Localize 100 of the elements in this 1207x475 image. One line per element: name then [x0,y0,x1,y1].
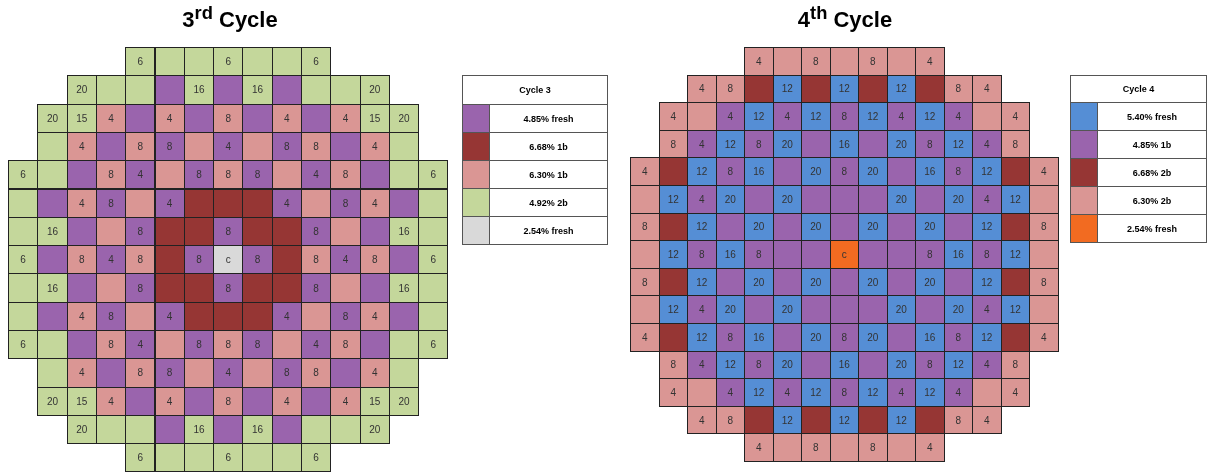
grid-cell: 20 [943,295,973,324]
grid-cell: 4 [972,405,1002,435]
grid-cell: 16 [37,273,68,303]
grid-cell: 8 [271,358,302,388]
grid-cell: 8 [301,245,332,275]
grid-cell: 12 [915,378,945,407]
grid-cell: 8 [801,433,831,462]
grid-cell: 8 [943,323,973,352]
legend-label: 2.54% fresh [489,216,608,245]
grid-cell: 8 [972,240,1002,269]
grid-cell: 8 [744,240,774,269]
grid-cell: 12 [972,157,1002,186]
grid-cell: 4 [715,378,745,407]
grid-cell: 8 [687,240,717,269]
grid-cell: 20 [772,185,802,214]
grid-cell: 8 [125,273,156,303]
grid-cell: 4 [972,74,1002,104]
grid-cell: 8 [715,323,745,352]
grid-cell: 8 [301,216,332,247]
grid-cell: 12 [858,102,888,131]
grid-cell: 8 [242,245,273,275]
grid-cell: 20 [801,323,831,352]
grid-cell: 8 [829,102,859,131]
grid-cell: 12 [658,185,688,214]
grid-cell: 4 [1000,102,1030,131]
grid-cell: 4 [972,185,1002,214]
grid-cell: 4 [658,378,688,407]
grid-cell: 8 [330,301,361,331]
grid-cell: 4 [330,103,361,133]
grid-cell: 8 [858,433,888,462]
grid-cell: 4 [1029,157,1059,186]
grid-cell: 16 [744,323,774,352]
grid-cell: 4 [915,433,945,462]
grid-cell: 20 [772,295,802,324]
grid-cell: 8 [330,160,361,190]
grid-cell: 16 [915,323,945,352]
grid-cell: 16 [943,240,973,269]
grid-cell: 20 [66,75,97,105]
grid-cell: 12 [687,157,717,186]
grid-cell: 12 [972,323,1002,352]
grid-cell: 6 [125,443,156,473]
grid-cell: 8 [915,240,945,269]
grid-cell: 4 [687,295,717,324]
grid-cell: 4 [1000,378,1030,407]
grid-cell: 8 [213,103,244,133]
grid-cell: 12 [658,295,688,324]
grid-cell: 8 [301,358,332,388]
grid-cell: c [213,245,244,275]
grid-cell: 4 [772,102,802,131]
grid-cell: 20 [359,75,390,105]
grid-cell: 8 [125,131,156,162]
grid-cell: 6 [125,47,156,77]
grid-cell: 20 [388,103,420,133]
grid-cell: 12 [858,378,888,407]
grid-cell: 4 [744,433,774,462]
grid-cell: 6 [8,330,39,360]
grid-cell: 20 [715,295,745,324]
grid-cell: 4 [687,74,717,104]
grid-cell: 4 [687,185,717,214]
grid-cell: 12 [801,378,831,407]
grid-cell: 6 [8,160,39,190]
grid-cell: 4 [715,102,745,131]
grid-cell: 20 [858,323,888,352]
grid-cell: 4 [630,323,660,352]
grid-cell: 4 [630,157,660,186]
grid-cell: 8 [154,358,185,388]
grid-cell: 16 [715,240,745,269]
grid-cell: 20 [886,295,916,324]
grid-cell: 20 [943,185,973,214]
grid-cell: 6 [418,160,449,190]
grid-cell: 20 [858,157,888,186]
grid-cell: 12 [744,378,774,407]
grid-cell: 4 [687,405,717,435]
grid-cell: 8 [125,216,156,247]
grid-cell: 8 [829,157,859,186]
grid-cell: 4 [972,295,1002,324]
grid-cell: 6 [301,443,332,473]
grid-cell: 20 [715,185,745,214]
grid-cell: 16 [744,157,774,186]
grid-cell: 8 [125,245,156,275]
grid-cell: 8 [213,273,244,303]
grid-cell: 8 [943,157,973,186]
grid-cell: 4 [886,102,916,131]
grid-cell: 4 [330,245,361,275]
grid-cell: 16 [242,75,273,105]
grid-cell: 12 [744,102,774,131]
grid-cell: 20 [37,103,68,133]
grid-cell: c [829,240,859,269]
grid-cell: 8 [330,330,361,360]
grid-cell: 4 [66,358,97,388]
grid-cell: 8 [242,330,273,360]
grid-cell: 20 [801,157,831,186]
grid-cell: 8 [715,157,745,186]
grid-cell: 16 [37,216,68,247]
grid-cell: 16 [915,157,945,186]
grid-cell: 12 [687,323,717,352]
legend-title: Cycle 4 [1070,75,1207,103]
grid-cell: 4 [301,160,332,190]
grid-cell: 8 [801,47,831,76]
grid-cell: 8 [213,386,244,416]
